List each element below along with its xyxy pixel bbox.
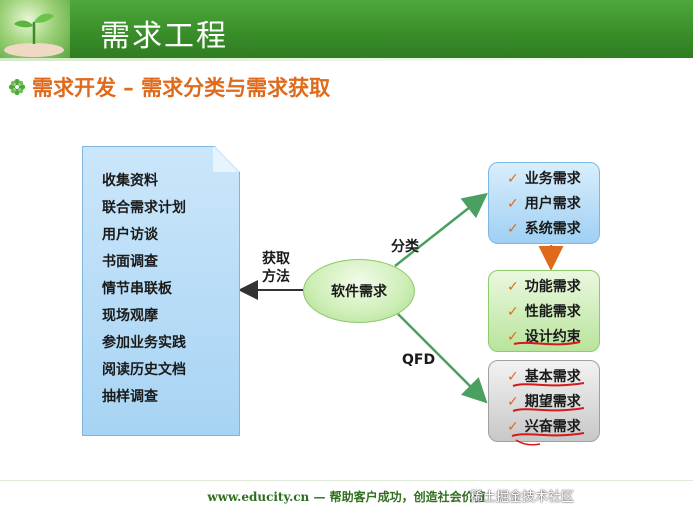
check-icon: ✓ xyxy=(507,279,519,295)
category-item: ✓ 用户需求 xyxy=(507,194,599,219)
category-item: ✓ 业务需求 xyxy=(507,169,599,194)
category-item: ✓ 功能需求 xyxy=(507,277,599,302)
header-bar: 需求工程 xyxy=(0,0,693,58)
business-requirements-box: ✓ 业务需求 ✓ 用户需求 ✓ 系统需求 xyxy=(488,162,600,244)
edge-label-acquire-2: 方法 xyxy=(262,269,290,285)
footer-text: www.educity.cn — 帮助客户成功，创造社会价值 xyxy=(207,490,486,504)
category-label: 性能需求 xyxy=(524,304,581,320)
method-item: 用户访谈 xyxy=(102,227,158,243)
category-label: 基本需求 xyxy=(524,369,581,385)
qfd-requirements-box: ✓ 基本需求 ✓ 期望需求 ✓ 兴奋需求 xyxy=(488,360,600,442)
category-item: ✓ 系统需求 xyxy=(507,219,599,244)
category-item: ✓ 性能需求 xyxy=(507,302,599,327)
category-label: 兴奋需求 xyxy=(524,419,581,435)
category-item: ✓ 期望需求 xyxy=(507,392,599,417)
method-item: 现场观摩 xyxy=(102,308,158,324)
header-title: 需求工程 xyxy=(100,19,228,54)
check-icon: ✓ xyxy=(507,369,519,385)
edge-label-qfd: QFD xyxy=(402,352,436,368)
category-label: 用户需求 xyxy=(524,196,581,212)
category-item: ✓ 兴奋需求 xyxy=(507,417,599,442)
watermark: 稀土掘金技术社区 xyxy=(470,490,575,505)
check-icon: ✓ xyxy=(507,304,519,320)
method-item: 联合需求计划 xyxy=(102,200,186,216)
check-icon: ✓ xyxy=(507,419,519,435)
acquisition-methods-list: 收集资料 联合需求计划 用户访谈 书面调查 情节串联板 现场观摩 参加业务实践 … xyxy=(102,172,186,415)
check-icon: ✓ xyxy=(507,196,519,212)
method-item: 阅读历史文档 xyxy=(102,362,186,378)
method-item: 抽样调查 xyxy=(102,389,158,405)
section-subtitle: 需求开发 – 需求分类与需求获取 xyxy=(32,76,331,100)
check-icon: ✓ xyxy=(507,394,519,410)
category-label: 业务需求 xyxy=(524,171,581,187)
check-icon: ✓ xyxy=(507,329,519,345)
category-label: 系统需求 xyxy=(524,221,581,237)
header-divider xyxy=(0,58,693,61)
software-requirements-node: 软件需求 xyxy=(303,259,415,323)
edge-label-acquire-1: 获取 xyxy=(262,251,290,267)
footer-divider xyxy=(0,480,693,481)
sprout-logo xyxy=(0,0,70,58)
category-item: ✓ 基本需求 xyxy=(507,367,599,392)
check-icon: ✓ xyxy=(507,221,519,237)
edge-label-classify: 分类 xyxy=(391,239,419,255)
category-label: 设计约束 xyxy=(524,329,581,345)
method-item: 参加业务实践 xyxy=(102,335,186,351)
method-item: 书面调查 xyxy=(102,254,158,270)
category-label: 功能需求 xyxy=(524,279,581,295)
check-icon: ✓ xyxy=(507,171,519,187)
category-label: 期望需求 xyxy=(524,394,581,410)
acquisition-methods-box xyxy=(82,146,240,436)
functional-requirements-box: ✓ 功能需求 ✓ 性能需求 ✓ 设计约束 xyxy=(488,270,600,352)
method-item: 收集资料 xyxy=(102,173,158,189)
category-item: ✓ 设计约束 xyxy=(507,327,599,352)
method-item: 情节串联板 xyxy=(102,281,172,297)
flower-bullet-icon xyxy=(8,78,26,96)
center-label: 软件需求 xyxy=(331,284,387,300)
